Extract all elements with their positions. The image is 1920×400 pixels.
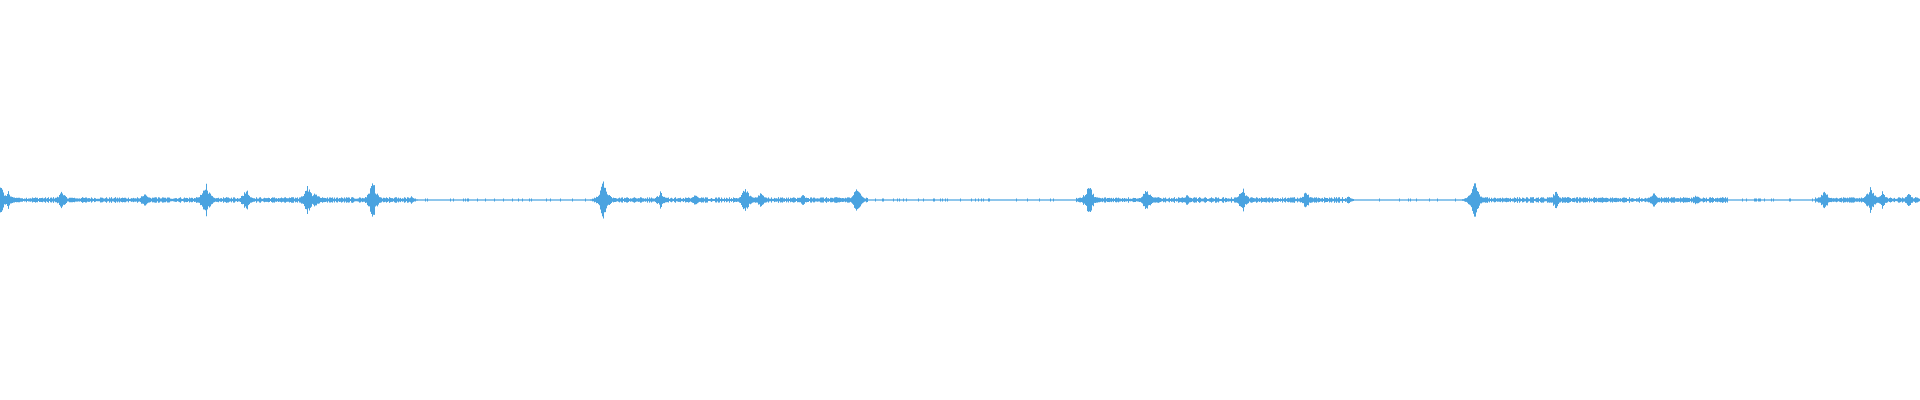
waveform-bars (0, 181, 1920, 219)
